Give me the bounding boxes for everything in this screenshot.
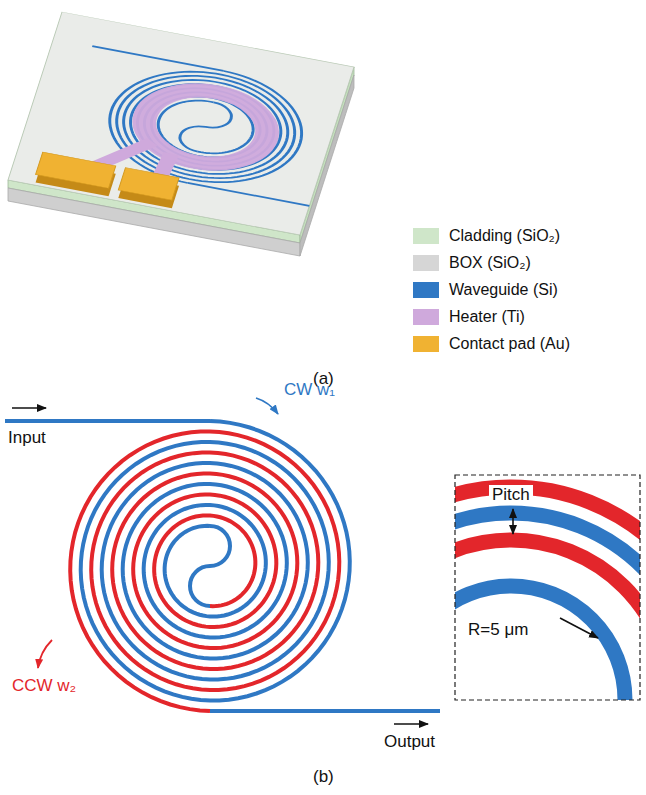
cw-band <box>455 586 625 700</box>
radius-arrow <box>560 618 598 638</box>
direction-label: CCW w₂ <box>12 676 76 696</box>
direction-arrow <box>394 723 428 725</box>
chip-top <box>8 12 354 235</box>
legend-swatch <box>413 282 439 298</box>
direction-arrow <box>12 407 46 409</box>
legend-swatch <box>413 309 439 325</box>
ccw-band <box>455 487 640 700</box>
chip-3d <box>8 12 354 256</box>
output-waveguide <box>210 709 440 713</box>
spiral-waveguide <box>94 57 310 199</box>
ccw-band <box>455 540 640 700</box>
legend-text: Waveguide (Si) <box>449 280 558 300</box>
spiral-layout <box>5 398 440 724</box>
panel-label: (b) <box>313 767 334 787</box>
inset <box>298 475 646 795</box>
port-label: Input <box>8 428 46 448</box>
dimension-label: Pitch <box>489 485 533 505</box>
cw-band <box>455 513 640 700</box>
s-bend <box>190 526 230 606</box>
bus-waveguide <box>188 183 310 206</box>
port-label: Output <box>384 732 435 752</box>
input-waveguide <box>5 419 210 423</box>
s-bend <box>176 98 235 155</box>
bus-waveguide <box>92 46 223 71</box>
legend-swatch <box>413 336 439 352</box>
direction-label: CW w₁ <box>284 380 335 400</box>
pitch-arrow <box>512 509 514 534</box>
legend-swatch <box>413 228 439 244</box>
contact-pad <box>36 152 116 188</box>
legend-text: BOX (SiO₂) <box>449 253 531 273</box>
inset-frame <box>455 475 640 700</box>
legend-text: Heater (Ti) <box>449 307 525 327</box>
heater-ring <box>134 81 277 173</box>
cw-arrow <box>256 398 278 414</box>
legend-swatch <box>413 255 439 271</box>
legend-text: Contact pad (Au) <box>449 334 570 354</box>
ccw-spiral <box>70 432 339 712</box>
legend-text: Cladding (SiO₂) <box>449 226 560 246</box>
ccw-arrow <box>38 640 52 668</box>
dimension-label: R=5 μm <box>468 620 528 640</box>
contact-pad <box>118 168 179 200</box>
